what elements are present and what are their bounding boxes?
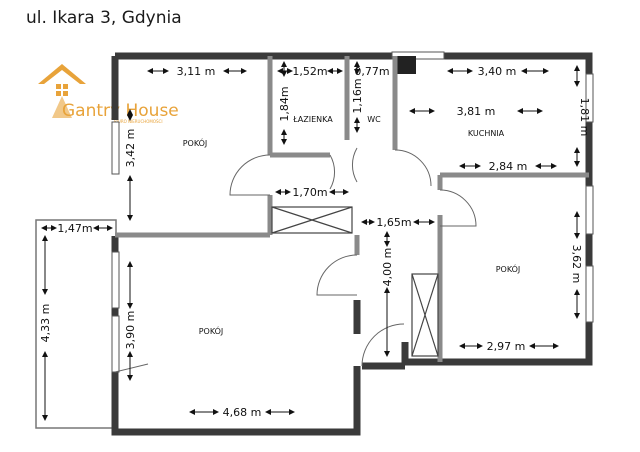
logo-house-icon [38,64,86,118]
dim-3-62: 3,62 m [570,245,583,284]
dim-1-84: 1,84m [278,86,291,121]
logo-subtitle: BIURO NIERUCHOMOŚCI [114,119,163,124]
dim-0-77: 0,77m [354,65,389,78]
logo-text: Gantry House [62,101,179,121]
dim-3-40: 3,40 m [478,65,517,78]
dim-1-81: 1,81 m [578,98,591,137]
dim-1-70: 1,70m [292,186,327,199]
dim-3-42: 3,42 m [124,129,137,168]
dim-4-33: 4,33 m [39,304,52,343]
room-label-pokoj-sw: POKÓJ [199,325,224,336]
dim-4-68: 4,68 m [223,406,262,419]
room-label-kuchnia: KUCHNIA [468,129,505,138]
dim-3-81: 3,81 m [457,105,496,118]
chimney-block [396,56,416,74]
room-label-pokoj-e: POKÓJ [496,263,521,274]
address-title: ul. Ikara 3, Gdynia [26,8,182,28]
dimension-lines [41,61,580,421]
dim-1-65: 1,65m [376,216,411,229]
room-label-pokoj-nw: POKÓJ [183,137,208,148]
dim-3-90: 3,90 m [124,311,137,350]
door-swings [114,147,477,373]
room-labels: POKÓJ ŁAZIENKA WC KUCHNIA POKÓJ POKÓJ [183,115,521,336]
dim-2-84: 2,84 m [489,160,528,173]
dim-2-97: 2,97 m [487,340,526,353]
dim-4-00: 4,00 m [381,248,394,287]
room-label-lazienka: ŁAZIENKA [292,115,333,124]
windows [111,51,594,373]
dim-1-16: 1,16m [351,78,364,113]
shafts [271,206,439,357]
logo: Gantry House BIURO NIERUCHOMOŚCI [38,64,179,124]
dim-3-11: 3,11 m [177,65,216,78]
dimension-labels: 3,11 m 1,52m 0,77m 3,40 m 3,81 m 2,84 m … [39,65,591,419]
room-label-wc: WC [367,115,381,124]
dim-1-47: 1,47m [57,222,92,235]
interior-walls [115,56,589,362]
dim-1-52: 1,52m [292,65,327,78]
